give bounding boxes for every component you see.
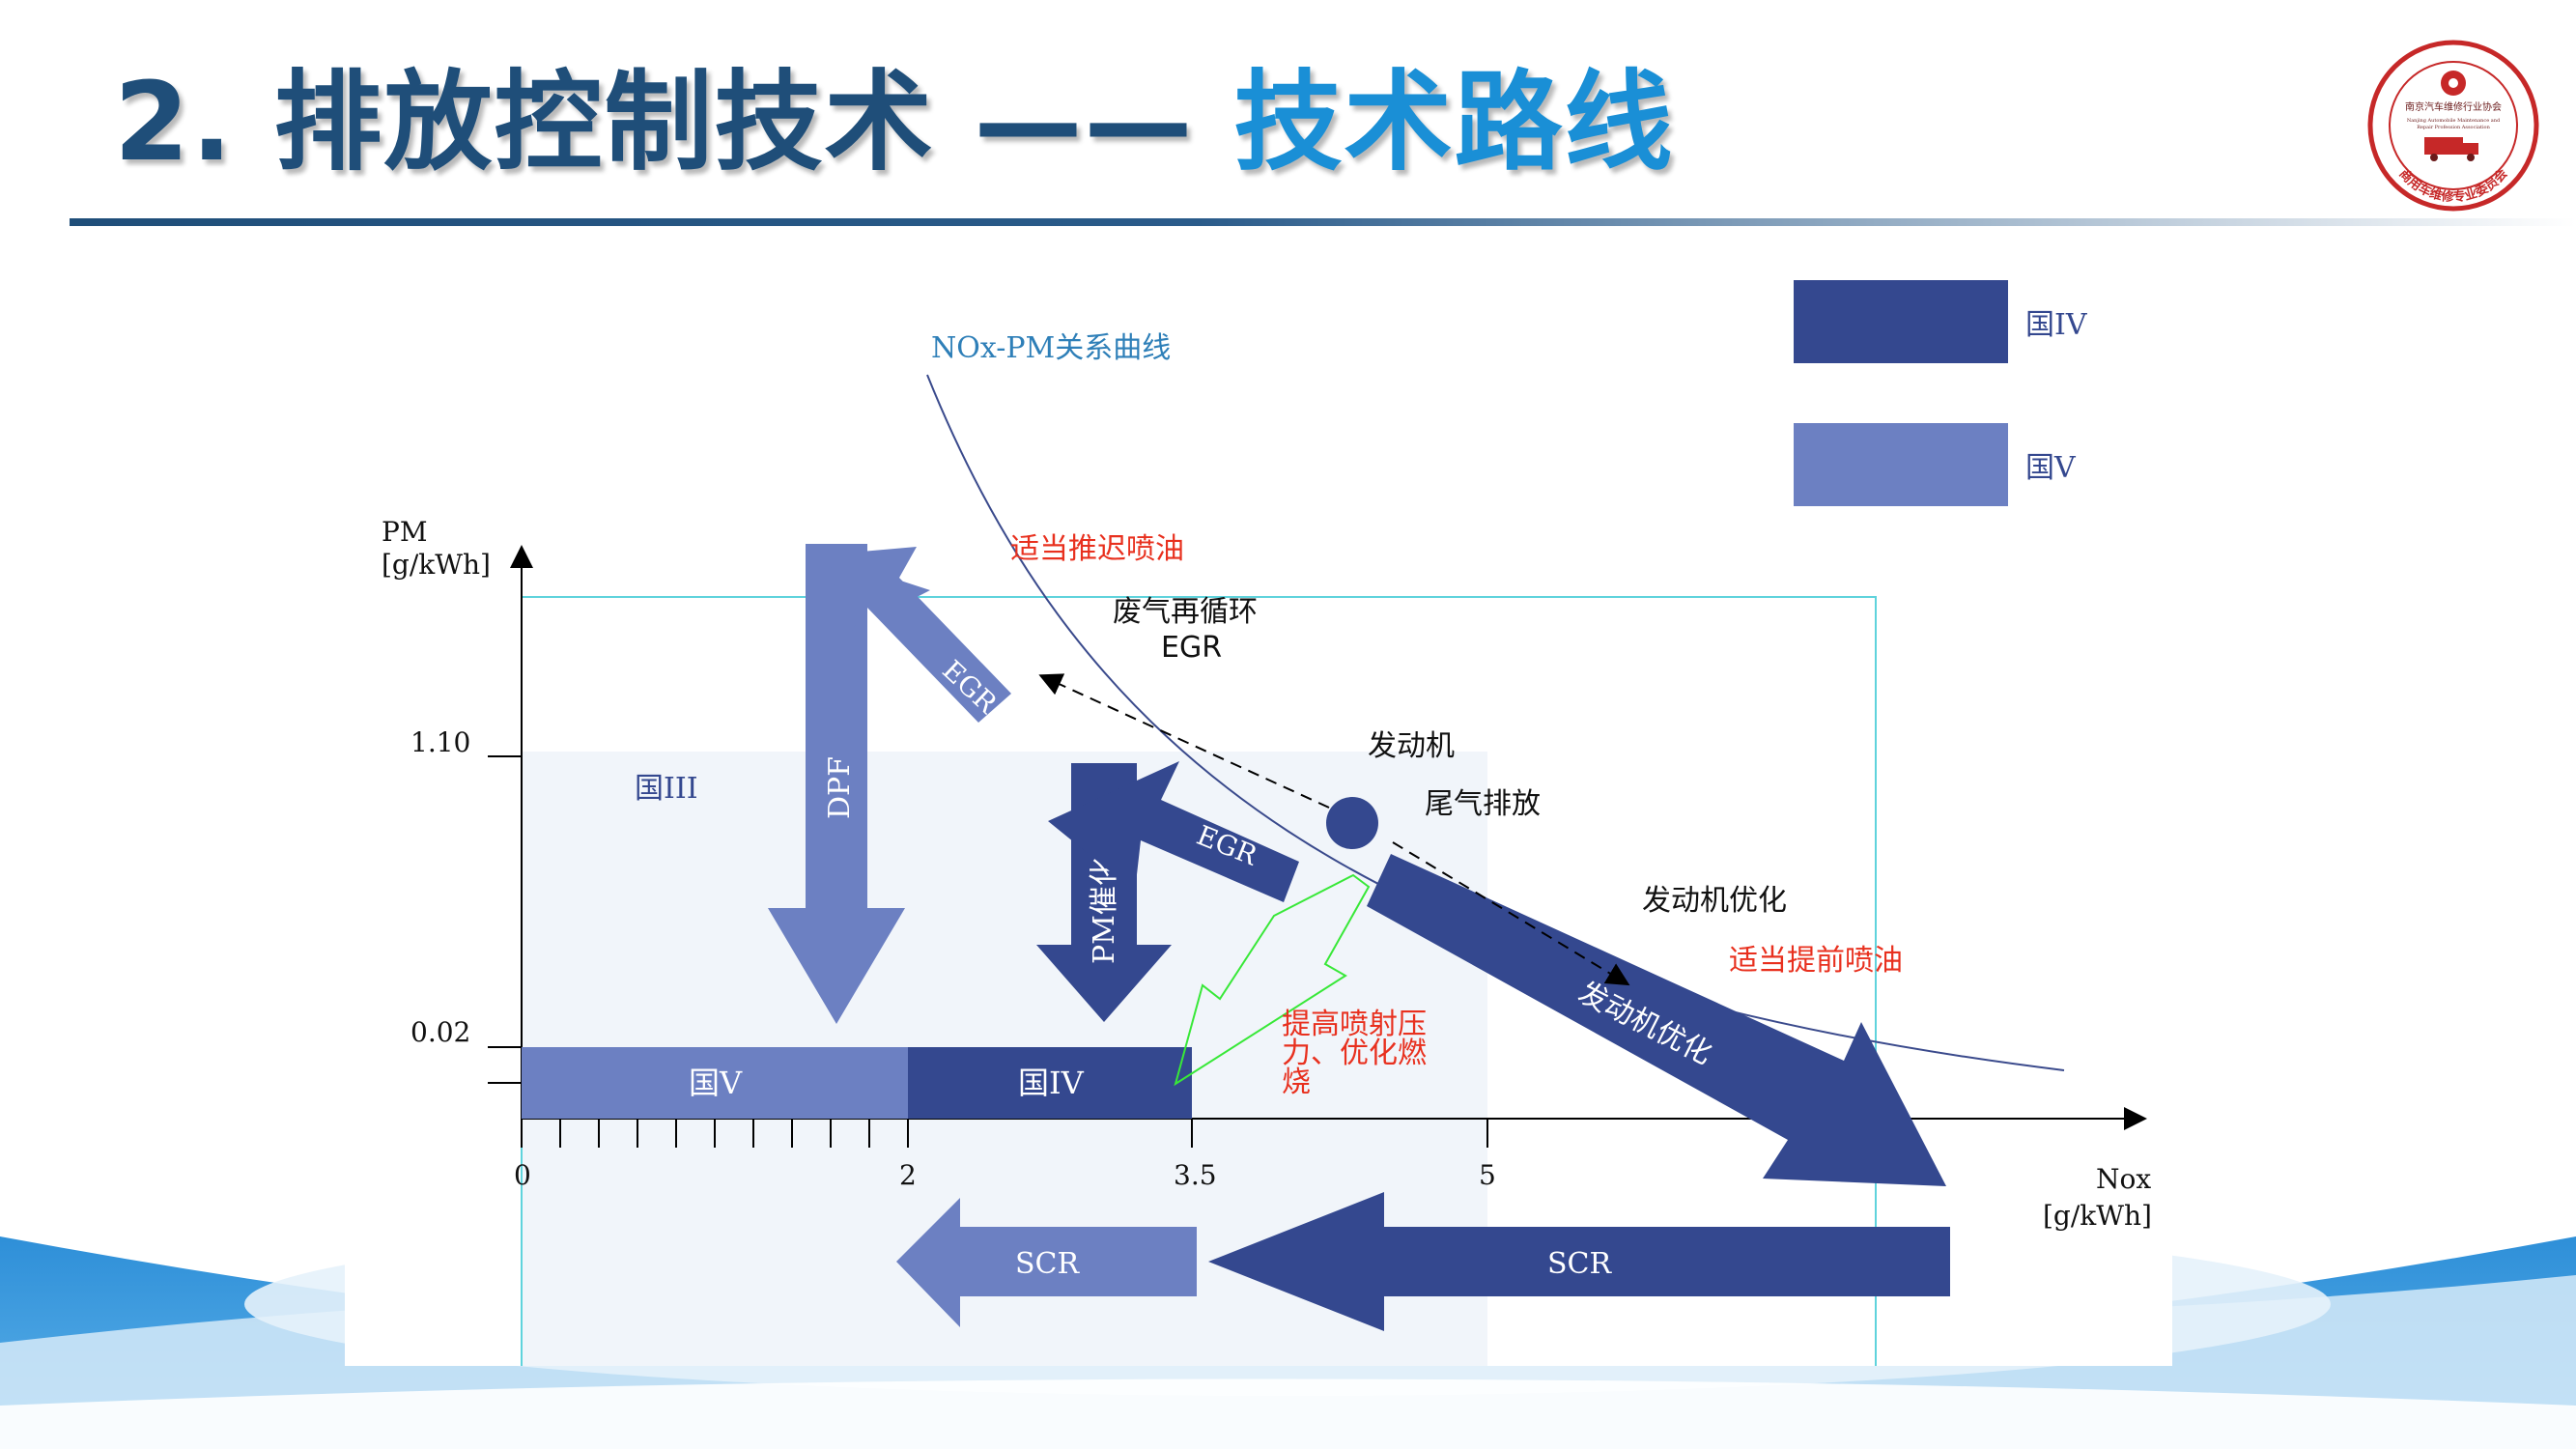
injection-pressure-arrow	[1174, 873, 1371, 1087]
nox-pm-diagram: PM [g/kWh] 1.10 0.02 0 2 3.5 5 Nox [g/kW…	[382, 280, 2152, 1366]
truck-icon	[2424, 137, 2478, 161]
legend-label-guo4: 国IV	[2025, 308, 2088, 342]
header-rule	[70, 218, 2576, 226]
logo-name-en-2: Repair Profession Association	[2417, 125, 2490, 130]
y-axis-unit: [g/kWh]	[382, 549, 491, 581]
x-minor-ticks	[521, 1119, 909, 1148]
title-highlight: 技术路线	[1233, 60, 1675, 185]
engine-emission-point	[1326, 797, 1378, 849]
pressure-label-2: 力、优化燃	[1282, 1037, 1427, 1070]
nox-pm-curve	[926, 374, 2065, 1071]
dashed-arrow-advance	[1392, 841, 1630, 986]
x-tick-label: 5	[1479, 1159, 1496, 1191]
curve-label: NOx-PM关系曲线	[931, 331, 1171, 365]
engine-label: 发动机	[1368, 729, 1455, 763]
dpf-arrow-label: DPF	[823, 756, 857, 819]
y-axis-label: PM	[382, 516, 428, 548]
egr-label-cn: 废气再循环	[1113, 595, 1258, 629]
guo4-bar	[908, 1047, 1192, 1119]
legend-swatch-guo4	[1794, 280, 2008, 363]
logo-name-en-1: Nanjing Automobile Maintenance and	[2407, 118, 2501, 124]
association-logo: 南京汽车维修行业协会 Nanjing Automobile Maintenanc…	[2367, 40, 2539, 212]
legend-label-guo5: 国V	[2025, 451, 2077, 485]
guo5-bar-label: 国V	[689, 1065, 743, 1101]
y-tick-label: 1.10	[410, 726, 470, 758]
slide-title: 2. 排放控制技术 —— 技术路线	[114, 50, 1674, 195]
legend-swatch-guo5	[1794, 423, 2008, 506]
scr-right-label: SCR	[1547, 1247, 1613, 1281]
advance-injection-label: 适当提前喷油	[1729, 944, 1903, 978]
scr-right-arrow: SCR	[1208, 1192, 1950, 1331]
engine-opt-label: 发动机优化	[1642, 884, 1787, 918]
scr-left-arrow: SCR	[896, 1198, 1197, 1327]
pressure-label-1: 提高喷射压	[1282, 1008, 1427, 1041]
dashed-arrow-retard	[1038, 673, 1330, 809]
retard-injection-label: 适当推迟喷油	[1010, 532, 1184, 566]
guo5-bar	[522, 1047, 908, 1119]
x-axis-unit: [g/kWh]	[2043, 1200, 2152, 1232]
logo-name-cn: 南京汽车维修行业协会	[2405, 100, 2502, 113]
title-prefix: 2. 排放控制技术 ——	[114, 60, 1234, 185]
x-tick-label: 2	[899, 1159, 917, 1191]
y-tick-label: 0.02	[410, 1016, 470, 1048]
legend: 国IV 国V	[1794, 280, 2088, 506]
scr-left-label: SCR	[1015, 1247, 1081, 1281]
pressure-label-3: 烧	[1282, 1065, 1311, 1099]
x-tick-label: 0	[514, 1159, 531, 1191]
dpf-arrow: DPF	[768, 544, 905, 1024]
x-axis-label: Nox	[2096, 1163, 2151, 1195]
gear-icon	[2441, 71, 2466, 96]
region-guo3-label: 国III	[635, 772, 698, 806]
engine-emission-label: 尾气排放	[1425, 787, 1541, 821]
egr-label-en: EGR	[1161, 631, 1222, 665]
guo4-bar-label: 国IV	[1018, 1065, 1085, 1101]
x-tick-label: 3.5	[1174, 1159, 1217, 1191]
